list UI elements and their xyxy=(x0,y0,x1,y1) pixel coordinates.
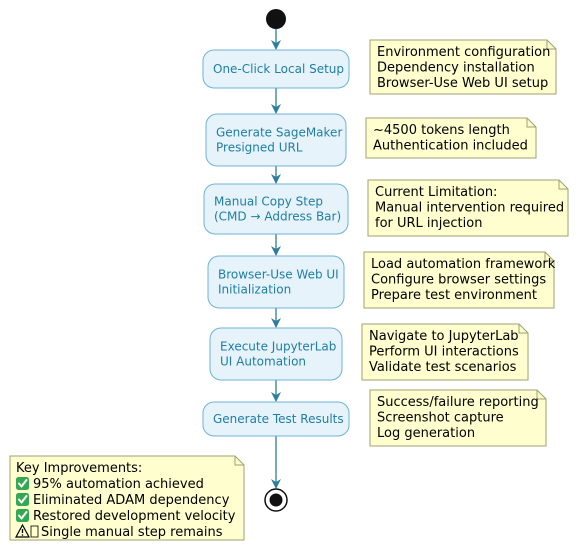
note-line: Prepare test environment xyxy=(371,288,537,303)
note-line: Validate test scenarios xyxy=(369,360,517,375)
activity-setup: One-Click Local Setup xyxy=(202,49,350,89)
note-body xyxy=(369,39,557,95)
activity-label: Manual Copy Step xyxy=(214,195,323,209)
note-line: Perform UI interactions xyxy=(369,345,519,360)
note-body xyxy=(9,455,245,541)
check-icon xyxy=(16,477,29,490)
activity-copy: Manual Copy Step(CMD → Address Bar) xyxy=(203,183,349,235)
note-key-improvements: Key Improvements:95% automation achieved… xyxy=(9,455,245,541)
activity-results: Generate Test Results xyxy=(202,401,350,437)
warning-icon xyxy=(14,523,39,538)
activity-box xyxy=(209,327,343,381)
activity-box xyxy=(202,49,350,89)
activity-label: UI Automation xyxy=(220,355,306,369)
activity-label: Initialization xyxy=(218,283,291,297)
note-copy: Current Limitation:Manual intervention r… xyxy=(367,179,569,237)
end-node xyxy=(269,493,283,507)
activity-label: Browser-Use Web UI xyxy=(218,268,339,282)
note-fold xyxy=(544,252,554,262)
activity-label: Generate Test Results xyxy=(213,412,344,426)
note-fold xyxy=(558,180,568,190)
note-line: Screenshot capture xyxy=(377,411,504,426)
start-node xyxy=(266,9,286,29)
note-line: Success/failure reporting xyxy=(377,395,539,410)
note-line: ~4500 tokens length xyxy=(373,123,510,138)
note-line: Environment configuration xyxy=(377,45,550,60)
note-body xyxy=(361,323,529,381)
note-fold xyxy=(526,118,536,128)
note-line: for URL injection xyxy=(375,216,482,231)
note-line: Manual intervention required xyxy=(375,201,564,216)
check-icon xyxy=(16,493,29,506)
note-line: Current Limitation: xyxy=(375,185,497,200)
activity-label: Generate SageMaker xyxy=(216,126,342,140)
note-body xyxy=(367,179,569,237)
note-body xyxy=(363,251,555,309)
note-body xyxy=(369,389,547,447)
note-line: Log generation xyxy=(377,426,475,441)
activity-label: Execute JupyterLab xyxy=(220,340,336,354)
improvement-item: 95% automation achieved xyxy=(33,477,204,492)
note-line: Load automation framework xyxy=(371,257,556,272)
improvement-item: Single manual step remains xyxy=(41,525,223,540)
note-line: Browser-Use Web UI setup xyxy=(377,76,548,91)
note-body xyxy=(365,117,537,159)
check-icon xyxy=(16,509,29,522)
improvements-title: Key Improvements: xyxy=(16,461,142,476)
note-line: Authentication included xyxy=(373,139,528,154)
improvement-item: Eliminated ADAM dependency xyxy=(33,493,230,508)
activity-label: Presigned URL xyxy=(216,141,303,155)
activity-box xyxy=(202,401,350,437)
note-fold xyxy=(234,456,244,466)
note-fold xyxy=(518,324,528,334)
activity-label: One-Click Local Setup xyxy=(213,62,344,76)
activity-label: (CMD → Address Bar) xyxy=(214,210,341,224)
note-fold xyxy=(536,390,546,400)
activity-box xyxy=(207,255,345,309)
note-line: Dependency installation xyxy=(377,61,535,76)
note-line: Configure browser settings xyxy=(371,273,546,288)
activity-box xyxy=(205,113,347,167)
note-line: Navigate to JupyterLab xyxy=(369,329,519,344)
improvement-item: Restored development velocity xyxy=(33,509,236,524)
note-fold xyxy=(546,40,556,50)
activity-box xyxy=(203,183,349,235)
